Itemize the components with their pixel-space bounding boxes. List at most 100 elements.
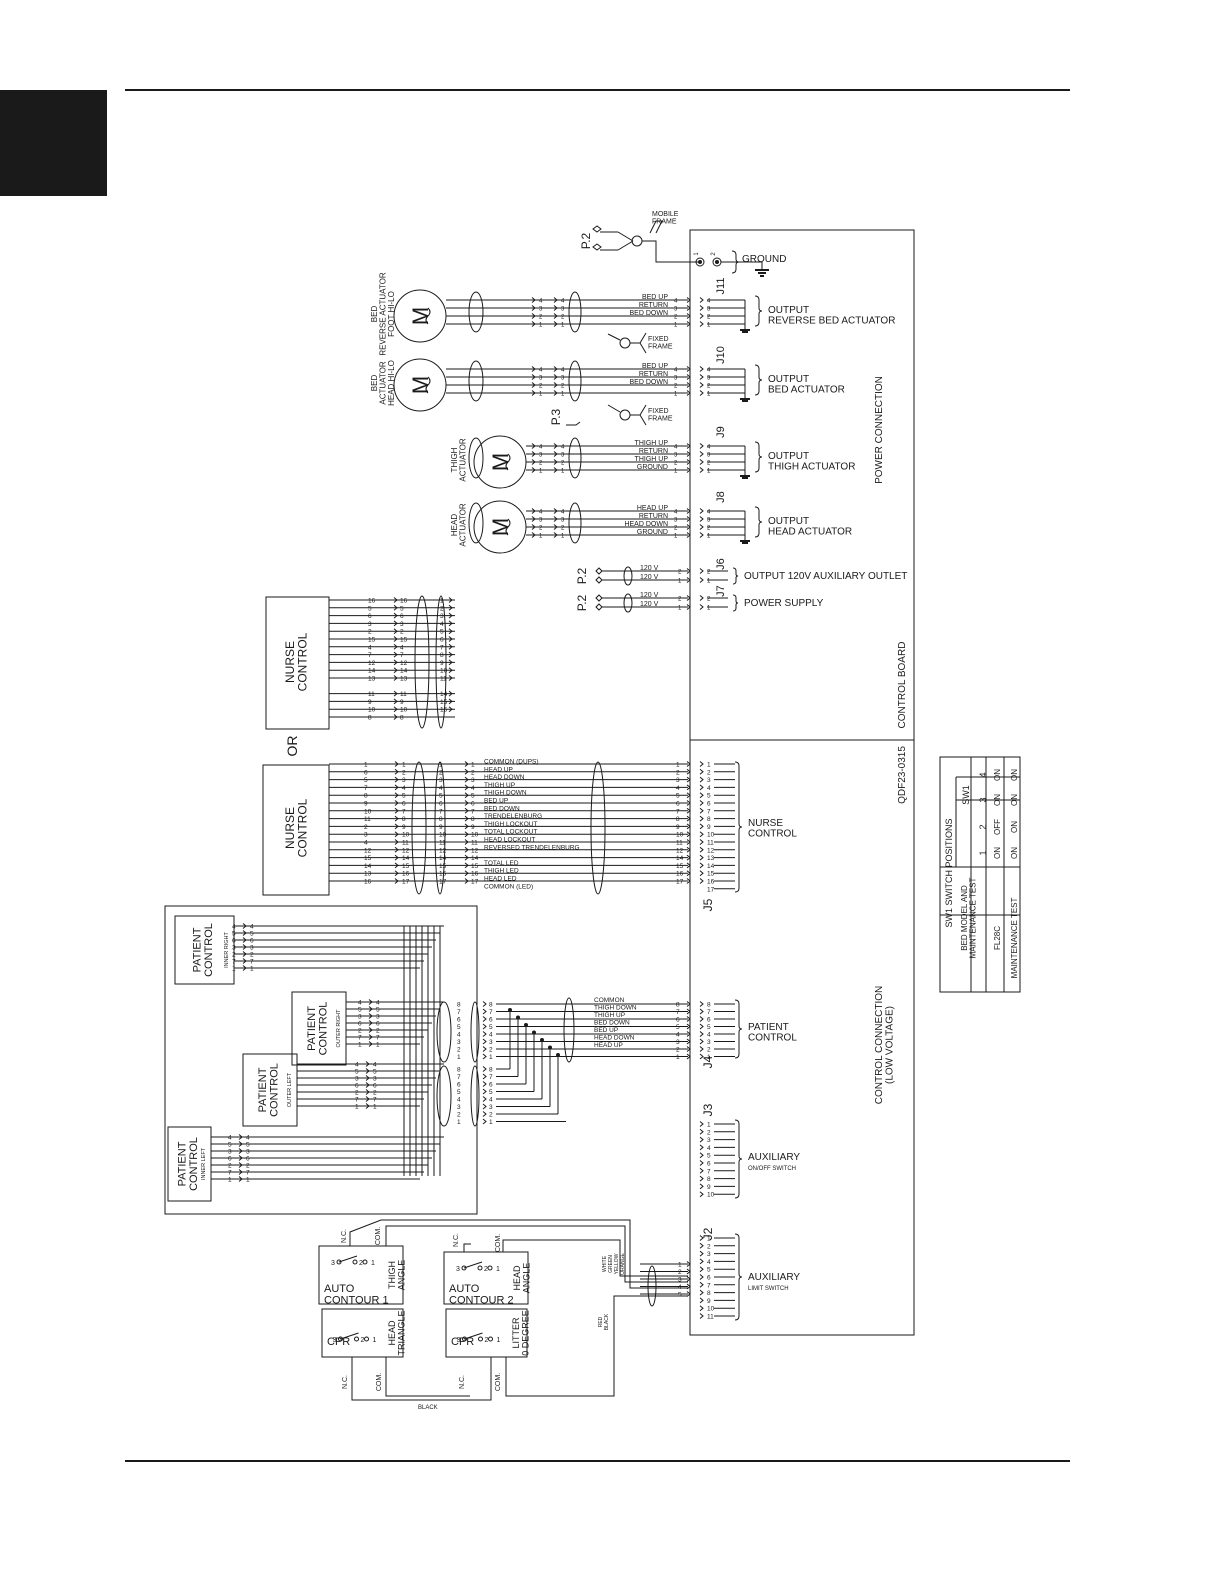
patient-control-p1-chev: [242, 965, 247, 971]
patient-control-p4-box: [167, 1126, 212, 1202]
nurse-main-pin-f: [699, 784, 704, 791]
motor-m4-pin-num-b: 2: [561, 526, 565, 532]
motor-m4-m-glyph: M: [488, 518, 513, 536]
sw1-row-1-value-1: ON: [1010, 821, 1019, 833]
limit-pin: 5: [678, 1292, 682, 1299]
limit-chev: [686, 1291, 691, 1297]
motor-m2-pin-num-c: 1: [674, 392, 678, 398]
j2-chev: [699, 1313, 704, 1319]
patient-control-p4-pin-b: 6: [246, 1156, 250, 1163]
motor-m3-pin-num-c: 3: [674, 453, 678, 459]
sw1-row-0-value-3: ON: [993, 769, 1002, 781]
patient-signal-2: THIGH UP: [594, 1012, 625, 1019]
motor-m4-pin-num-c: 2: [674, 526, 678, 532]
motor-m1-pin-num-c: 3: [674, 307, 678, 313]
motor-m4-pin-num-a: 3: [539, 518, 543, 524]
conn-j7-conn: J7: [715, 585, 727, 597]
nurse-main-left-pin: 11: [364, 816, 371, 823]
motor-m2-pin-c: [686, 382, 691, 388]
motor-m4-pin-num-b: 3: [561, 518, 565, 524]
nurse-main-pin-d: 11: [676, 840, 683, 847]
patient-bundle-1: [436, 1001, 452, 1063]
motor-m1-pin-num-a: 1: [539, 323, 543, 329]
switch-auto2-pin3: 3: [456, 1266, 460, 1273]
nurse-main-bundle-3: [590, 761, 606, 895]
nurse-main-pin-e: [686, 846, 691, 853]
switch-auto1-box: [318, 1245, 404, 1305]
patient-mid-pin-b: 4: [489, 1032, 493, 1039]
patient-control-p2-pin: 6: [358, 1021, 362, 1028]
conn-j7-bundle: [623, 593, 633, 613]
patient-control-p1-pin-b: 4: [250, 924, 254, 931]
patient-mid-chev: [482, 1046, 487, 1052]
nurse-control-main-box: [262, 764, 330, 896]
nurse-main-pin-a: [394, 862, 399, 869]
motor-m4-pin-d: [699, 524, 704, 530]
auto1-nc: N.C.: [341, 1229, 348, 1243]
patient-control-p4-pin: 7: [228, 1170, 232, 1177]
j2-pin: 7: [707, 1282, 711, 1289]
j2-chev: [699, 1258, 704, 1265]
patient-control-p2-pin: 1: [358, 1042, 362, 1049]
j4-pin-num: 4: [676, 1032, 680, 1039]
motor-m4-pin-num-a: 1: [539, 534, 543, 540]
control-connection-label: CONTROL CONNECTION(LOW VOLTAGE): [874, 986, 896, 1105]
patient-control-p4-chev: [238, 1134, 243, 1140]
motor-m3-pin-b: [553, 467, 558, 473]
patient-control-p4-chev: [238, 1169, 243, 1175]
patient-mid2-pin-b: 7: [489, 1074, 493, 1081]
patient-control-p3-label: PATIENTCONTROL: [257, 1063, 281, 1117]
j5-pin: 14: [707, 863, 715, 870]
nurse-signal-6: BED DOWN: [484, 805, 520, 812]
motor-m3-pin-a: [531, 443, 536, 449]
control-board-outline: [689, 229, 915, 1336]
patient-control-p1-pin-b: 7: [250, 959, 254, 966]
motor-m3-pin-d: [699, 459, 704, 465]
j5-pin: 10: [707, 832, 715, 839]
conn-j7-pin-num-b: 2: [707, 597, 711, 603]
motor-m2-pin-num-c: 3: [674, 376, 678, 382]
j3-pin: 4: [707, 1145, 711, 1152]
nurse-main-pin-d: 17: [676, 879, 684, 886]
nurse-main-right-pin: 3: [439, 777, 443, 784]
limit-pin: 3: [678, 1277, 682, 1284]
patient-mid-pin-b: 3: [489, 1039, 493, 1046]
motor-m3-pin-num-d: 4: [707, 445, 711, 451]
j3-chev: [699, 1136, 704, 1143]
power-connection-label: POWER CONNECTION: [874, 376, 885, 484]
patient-control-p1-pin: 2: [232, 952, 236, 959]
motor-m1-bundle-1: [468, 291, 484, 333]
nurse-main-pin-b: [464, 870, 469, 877]
switch-cpr2-c2: [478, 1336, 483, 1342]
patient-mid2-pin: 7: [457, 1074, 461, 1081]
nurse-main-mid-pin: 4: [402, 785, 406, 792]
j3-pin: 10: [707, 1192, 715, 1199]
conn-j6-pin: [686, 568, 691, 574]
nurse-top-right-pin: 10: [440, 668, 448, 675]
nurse-main-pin-e: [686, 831, 691, 838]
j4-pin-num-b: 3: [707, 1039, 711, 1046]
nurse-main-pin-b: [464, 800, 469, 806]
motor-m4-pin-a: [531, 508, 536, 514]
patient-control-p2-chev: [368, 1006, 373, 1012]
nurse-main-pin-a: [394, 831, 399, 838]
motor-m1-pin-num-b: 4: [561, 299, 565, 305]
nurse-top-mid-pin: 5: [400, 605, 404, 612]
patient-control-p2-chev: [368, 1041, 373, 1047]
patient-control-p3-chev: [365, 1082, 370, 1088]
motor-m1-brace: [754, 295, 763, 327]
patient-mid2-pin: 8: [457, 1067, 461, 1074]
motor-m3-pin-num-d: 3: [707, 453, 711, 459]
j4-pin-num-b: 7: [707, 1009, 711, 1016]
cpr2-com: COM.: [495, 1373, 502, 1391]
patient-mid-chev: [482, 1038, 487, 1045]
nurse-main-pin-a: [394, 854, 399, 861]
motor-m3-m-glyph: M: [488, 453, 513, 471]
j3-chev: [699, 1183, 704, 1190]
j3-pin: 1: [707, 1122, 711, 1129]
nurse-main-pin-e: [686, 784, 691, 791]
nurse-top-right-pin: 11: [440, 676, 447, 683]
motor-m3-pin-d: [699, 451, 704, 457]
patient-control-p4-chev: [238, 1148, 243, 1154]
